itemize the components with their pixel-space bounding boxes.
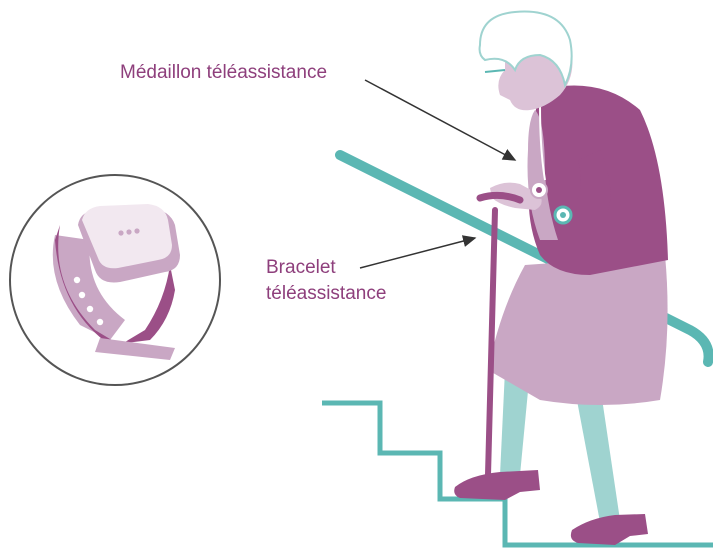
bracelet-detail-circle: [10, 175, 220, 385]
bracelet-label-line2: téléassistance: [266, 281, 386, 307]
medallion-label: Médaillon téléassistance: [120, 60, 327, 86]
pendant-icon: [531, 182, 547, 198]
wrist-bracelet-icon: [555, 207, 571, 223]
medallion-arrow: [365, 80, 515, 160]
elderly-woman-illustration: [454, 12, 668, 545]
bracelet-label-line1: Bracelet: [266, 255, 386, 281]
bracelet-label: Bracelet téléassistance: [266, 255, 386, 307]
